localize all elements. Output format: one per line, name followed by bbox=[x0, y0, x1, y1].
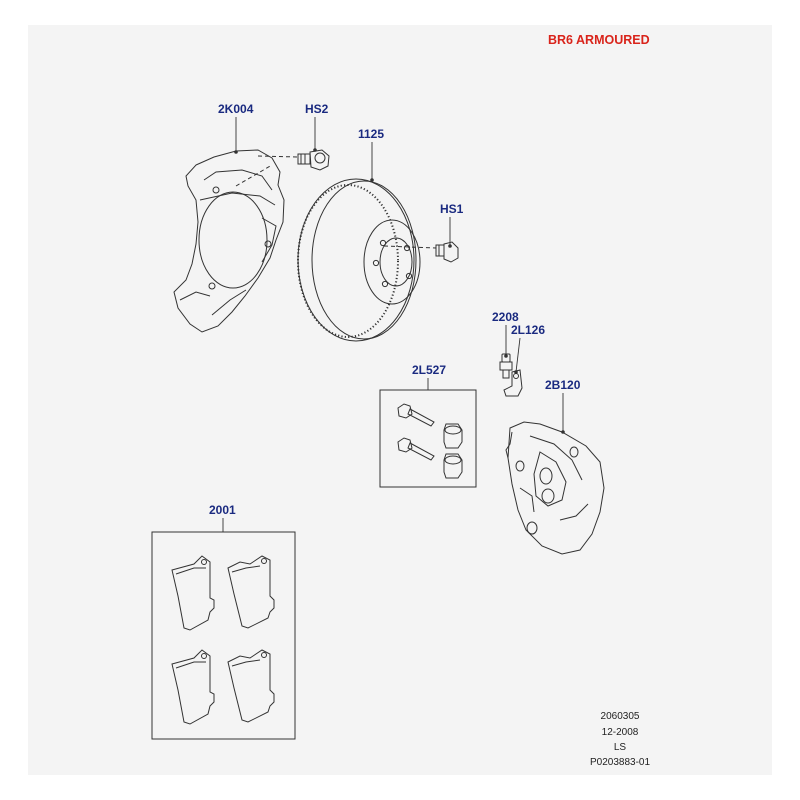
screw-hs2 bbox=[297, 149, 330, 171]
leader-lines bbox=[222, 117, 564, 532]
bleed-screw bbox=[499, 353, 513, 379]
callout-1125: 1125 bbox=[358, 127, 385, 141]
callout-2b120: 2B120 bbox=[545, 378, 581, 392]
brake-pad bbox=[227, 555, 275, 629]
footer-part-code: 2060305 bbox=[600, 711, 640, 722]
callout-2k004: 2K004 bbox=[218, 102, 254, 116]
pad-set-box bbox=[151, 531, 296, 740]
footer-initials: LS bbox=[613, 742, 627, 753]
callout-hs2: HS2 bbox=[305, 102, 329, 116]
callout-2208: 2208 bbox=[492, 310, 519, 324]
callout-hs1: HS1 bbox=[440, 202, 464, 216]
callout-2001: 2001 bbox=[209, 503, 236, 517]
diagram-title: BR6 ARMOURED bbox=[548, 33, 650, 47]
callout-2l527: 2L527 bbox=[412, 363, 447, 377]
screw-hs1 bbox=[435, 241, 459, 263]
brake-pad bbox=[171, 649, 215, 725]
dust-shield bbox=[173, 149, 285, 333]
guide-pins bbox=[397, 403, 463, 479]
shield-guide-lines bbox=[235, 155, 437, 249]
footer-date: 12-2008 bbox=[601, 727, 639, 738]
bracket bbox=[503, 369, 523, 397]
footer-drawing-number: P0203883-01 bbox=[589, 757, 651, 768]
brake-pad bbox=[227, 649, 275, 723]
brake-pads bbox=[171, 555, 275, 725]
callout-2l126: 2L126 bbox=[511, 323, 546, 337]
brake-disc bbox=[297, 178, 421, 342]
brake-pad bbox=[171, 555, 215, 631]
pin-kit-box bbox=[379, 389, 477, 488]
leader-dots bbox=[234, 148, 565, 434]
caliper bbox=[505, 421, 605, 555]
